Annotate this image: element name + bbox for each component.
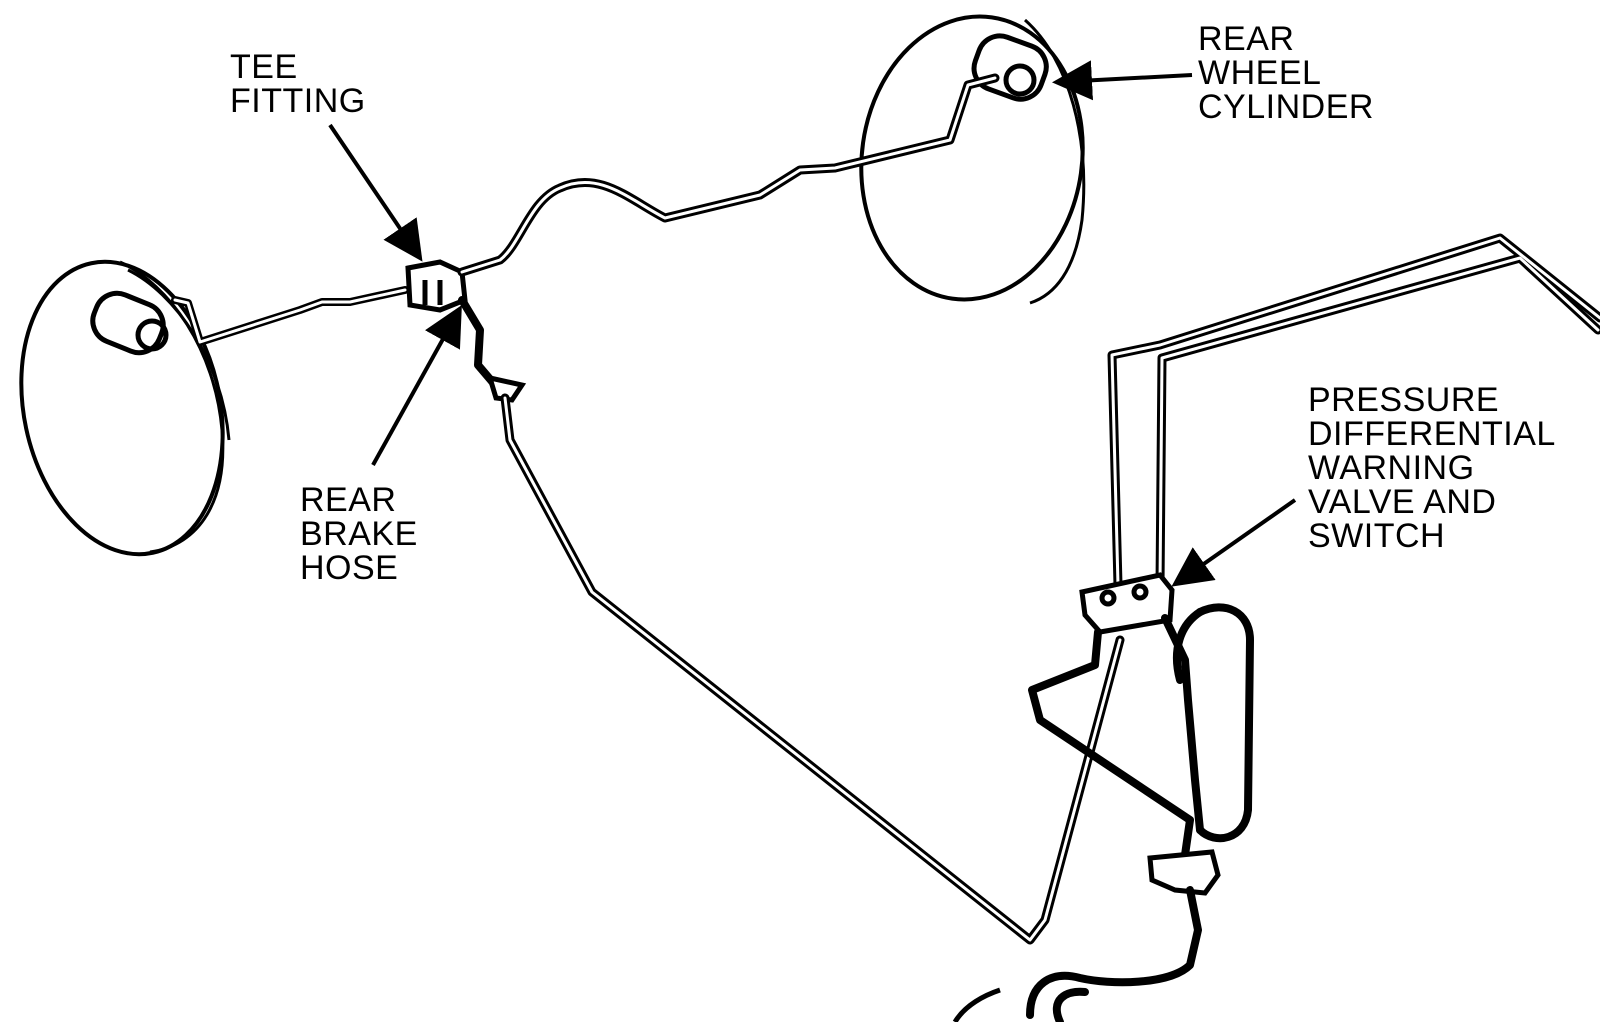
pressure-valve-label-line-1: PRESSURE — [1308, 381, 1500, 419]
pressure-valve-label-line-3: WARNING — [1308, 449, 1475, 487]
pressure-valve-arrow — [1171, 498, 1297, 587]
lower-brake-line — [1026, 886, 1202, 1022]
rear-wheel-cylinder-label-line-2: WHEEL — [1198, 54, 1322, 92]
pressure-valve-label-line-2: DIFFERENTIAL — [1308, 415, 1556, 453]
tee-fitting-label-line-2: FITTING — [230, 82, 366, 120]
pressure-valve-label: PRESSURE DIFFERENTIAL WARNING VALVE AND … — [1308, 383, 1556, 553]
main-brake-line — [500, 393, 1125, 945]
left-wheel-cylinder — [90, 290, 169, 356]
pressure-valve-label-line-4: VALVE AND — [1308, 483, 1497, 521]
tee-fitting-arrow — [328, 123, 423, 262]
rear-brake-hose-label: REAR BRAKE HOSE — [300, 483, 418, 585]
rear-wheel-cylinder-label: REAR WHEEL CYLINDER — [1198, 22, 1374, 124]
valve-outlet-lines — [1028, 603, 1254, 859]
right-brake-drum — [859, 14, 1086, 305]
rear-brake-hose-label-line-2: BRAKE — [300, 515, 418, 553]
pressure-differential-valve-shape — [1079, 572, 1175, 635]
rear-wheel-cylinder-label-line-1: REAR — [1198, 20, 1295, 58]
tee-fitting-label-line-1: TEE — [230, 48, 298, 86]
rear-wheel-cylinder-shape — [971, 33, 1049, 102]
tee-fitting-shape — [405, 259, 468, 313]
rear-brake-hose-label-line-1: REAR — [300, 481, 397, 519]
bottom-curve — [952, 987, 1001, 1022]
rear-brake-hose-label-line-3: HOSE — [300, 549, 399, 587]
rear-brake-hose-arrow — [371, 305, 462, 466]
hose-bracket — [486, 374, 527, 403]
rear-wheel-cylinder-arrow — [1052, 60, 1193, 101]
right-brake-line — [457, 73, 1000, 277]
leader-arrows — [328, 60, 1297, 587]
valve-lower-fitting — [1147, 849, 1221, 896]
rear-wheel-cylinder-label-line-3: CYLINDER — [1198, 88, 1374, 126]
left-brake-drum — [19, 259, 231, 557]
tee-fitting-label: TEE FITTING — [230, 50, 366, 118]
pressure-valve-label-line-5: SWITCH — [1308, 517, 1446, 555]
